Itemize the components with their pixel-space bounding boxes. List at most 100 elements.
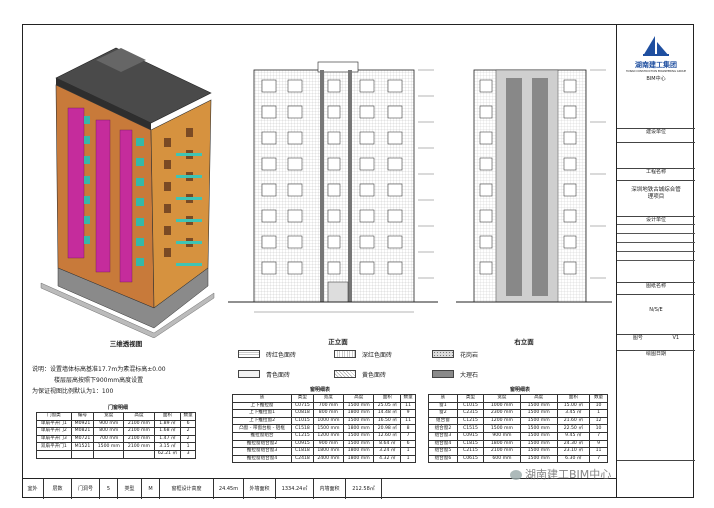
table-cell: 2100 mm [123, 427, 155, 436]
table-header-cell: 门窗类 [36, 412, 72, 421]
table-cell: 1000 mm [312, 416, 345, 426]
table-cell: 6 [400, 439, 416, 449]
table-cell: 11 [589, 447, 608, 456]
front-view-title: 正立面 [328, 338, 348, 346]
table-cell: 推拉窗组合窗3 [231, 447, 293, 456]
company-name: 湖南建工集团 [635, 61, 677, 69]
table-cell: 2100 mm [123, 434, 155, 444]
table-cell: 1500 mm [519, 401, 558, 411]
legend-swatch-marble [432, 370, 454, 378]
table-cell: 900 mm [312, 439, 345, 449]
table-cell: 23.10 ㎡ [556, 447, 591, 456]
row-drawing-value: N/S/E [617, 294, 695, 328]
table-cell: 1 [589, 409, 608, 418]
table-cell: C1818 [291, 447, 314, 456]
row-build-value [617, 142, 695, 168]
watermark-text: 湖南建工BIM中心 [525, 468, 612, 481]
bottom-cell: 类型 [118, 479, 142, 499]
table-cell: 单扇平开门1 [36, 419, 72, 429]
table-cell: 1500 mm [519, 447, 558, 456]
title-block: 湖南建工集团 HUNAN CONSTRUCTION ENGINEERING GR… [616, 24, 695, 498]
legend-swatch-dark-red [334, 350, 356, 358]
table-cell: 62.21 ㎡ [153, 449, 182, 459]
table-cell: 900 mm [93, 419, 125, 429]
table-header-cell: 数量 [400, 394, 416, 403]
bottom-cell: 24.45m [214, 479, 244, 499]
drawing-no: V1 [672, 335, 680, 341]
table-header-cell: 高度 [343, 394, 375, 403]
bottom-cell: 室外 [22, 479, 44, 499]
table-cell: 2 [180, 434, 196, 444]
window-table-b-title: 窗明细表 [509, 387, 530, 393]
table-cell: C0615 [456, 454, 485, 464]
table-cell: 8 [400, 424, 416, 433]
table-header-cell: 面积 [153, 412, 182, 421]
table-header-cell: 编号 [70, 412, 95, 421]
row-date: 绘图日期 [617, 350, 695, 364]
table-cell: 1200 mm [483, 416, 521, 426]
table-cell: 7 [400, 431, 416, 441]
bottom-cell: 外墙面积 [244, 479, 276, 499]
table-cell: 组合窗4 [428, 439, 458, 449]
table-cell: 1500 mm [483, 424, 521, 433]
table-cell: 2300 mm [483, 409, 521, 418]
table-cell: 9.45 ㎡ [556, 431, 591, 441]
table-cell: 1500 mm [519, 409, 558, 418]
row-empty [617, 460, 695, 474]
table-cell: C0915 [456, 431, 485, 441]
row-project-label: 工程名称 [617, 168, 695, 180]
bottom-cell: 5 [100, 479, 118, 499]
table-cell: 组合窗6 [428, 454, 458, 464]
title-block-label: 图号 [632, 335, 643, 341]
table-header-cell: 面积 [373, 394, 402, 403]
table-cell: M1521 [70, 442, 95, 451]
table-cell: 3.45 ㎡ [556, 409, 591, 418]
table-cell: 10 [589, 401, 608, 411]
bottom-cell: 层数 [44, 479, 72, 499]
table-cell: C1015 [456, 401, 485, 411]
title-block-label: 图纸名称 [645, 283, 666, 289]
bottom-cell: 1334.24㎡ [276, 479, 314, 499]
table-cell: 1500 mm [343, 431, 375, 441]
table-cell: 1200 mm [312, 431, 345, 441]
table-cell: 双扇平开门1 [36, 442, 72, 451]
legend-swatch-granite [432, 350, 454, 358]
table-cell [36, 449, 72, 459]
table-cell: 1800 mm [343, 424, 375, 433]
design-note: 说明：设置墙体标高基准17.7m为素混标高±0.00 楼层层高按照下900mm高… [32, 364, 166, 397]
door-table-title: 门窗明细 [107, 405, 128, 411]
note-line: 楼层层高按照下900mm高度设置 [54, 377, 144, 384]
table-cell: 7 [589, 431, 608, 441]
legend-label: 大理石 [460, 372, 479, 379]
table-cell: 窗1 [428, 401, 458, 411]
legend-label: 黄色面砖 [362, 372, 387, 379]
table-cell: 2100 mm [483, 447, 521, 456]
table-header-cell: 族 [231, 394, 293, 403]
side-view-title: 右立面 [514, 338, 534, 346]
table-header-cell: 数量 [180, 412, 196, 421]
table-cell: 1800 mm [343, 454, 375, 464]
table-cell: 1800 mm [343, 409, 375, 418]
table-header-row: 族类型宽度高度面积数量 [428, 394, 608, 403]
table-cell: 16.50 ㎡ [373, 416, 402, 426]
axon-view-title: 三维透视图 [109, 340, 143, 348]
table-cell: 1500 mm [312, 424, 345, 433]
table-cell: 1800 mm [483, 439, 521, 449]
row-drawing-label: 图纸名称 [617, 282, 695, 294]
table-cell: 10 [589, 424, 608, 433]
table-cell [123, 449, 155, 459]
table-cell: C1518 [291, 424, 314, 433]
row-build-label: 建设单位 [617, 128, 695, 142]
window-table-a-title: 窗明细表 [309, 387, 330, 393]
bottom-cell: 门洞号 [72, 479, 100, 499]
table-cell: C2315 [456, 409, 485, 418]
